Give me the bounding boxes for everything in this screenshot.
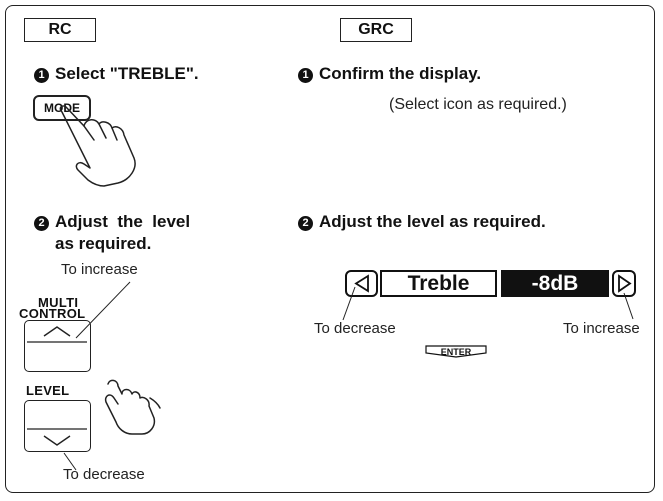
enter-button[interactable]: ENTER [425, 345, 487, 358]
tab-rc: RC [24, 18, 96, 42]
display-value-box: -8dB [501, 270, 609, 297]
multi-control-label: MULTI [38, 295, 79, 310]
step-number-1: 1 [34, 68, 49, 83]
triangle-left-icon [354, 274, 369, 293]
step-number-2: 2 [34, 216, 49, 231]
multi-control-label-2: CONTROL [19, 306, 86, 321]
level-down-button[interactable] [24, 400, 91, 452]
enter-label: ENTER [440, 346, 472, 357]
grc-to-increase-label: To increase [563, 320, 640, 337]
rc-step-2-line1: Adjust the level [55, 212, 191, 231]
grc-step-1: 1 Confirm the display. [298, 63, 481, 84]
leader-lines [63, 281, 634, 471]
select-icon-note: (Select icon as required.) [389, 96, 567, 113]
step-number-2: 2 [298, 216, 313, 231]
rc-step-1: 1 Select "TREBLE". [34, 63, 199, 84]
instruction-frame [5, 5, 655, 493]
increase-arrow-button[interactable] [612, 270, 636, 297]
level-label: LEVEL [26, 383, 70, 398]
grc-step-2: 2 Adjust the level as required. [298, 211, 546, 232]
tab-grc: GRC [340, 18, 412, 42]
enter-key-outline [425, 345, 487, 358]
rc-step-1-text: Select "TREBLE". [55, 64, 199, 83]
rc-to-increase-label: To increase [61, 261, 138, 278]
step-number-1: 1 [298, 68, 313, 83]
rc-to-decrease-label: To decrease [63, 466, 145, 483]
grc-step-2-text: Adjust the level as required. [319, 212, 546, 231]
triangle-right-icon [618, 274, 632, 293]
grc-step-1-text: Confirm the display. [319, 64, 482, 83]
rc-step-2: 2 Adjust the level [34, 211, 190, 232]
multi-control-up-button[interactable] [24, 320, 91, 372]
pointing-hand-icon [59, 105, 136, 187]
hand-gesture-icon [104, 379, 161, 435]
decrease-arrow-button[interactable] [345, 270, 378, 297]
grc-to-decrease-label: To decrease [314, 320, 396, 337]
rc-step-2-line2: as required. [55, 234, 152, 253]
display-label-box: Treble [380, 270, 497, 297]
chevron-down-icon [27, 428, 87, 446]
chevron-up-icon [27, 326, 87, 343]
